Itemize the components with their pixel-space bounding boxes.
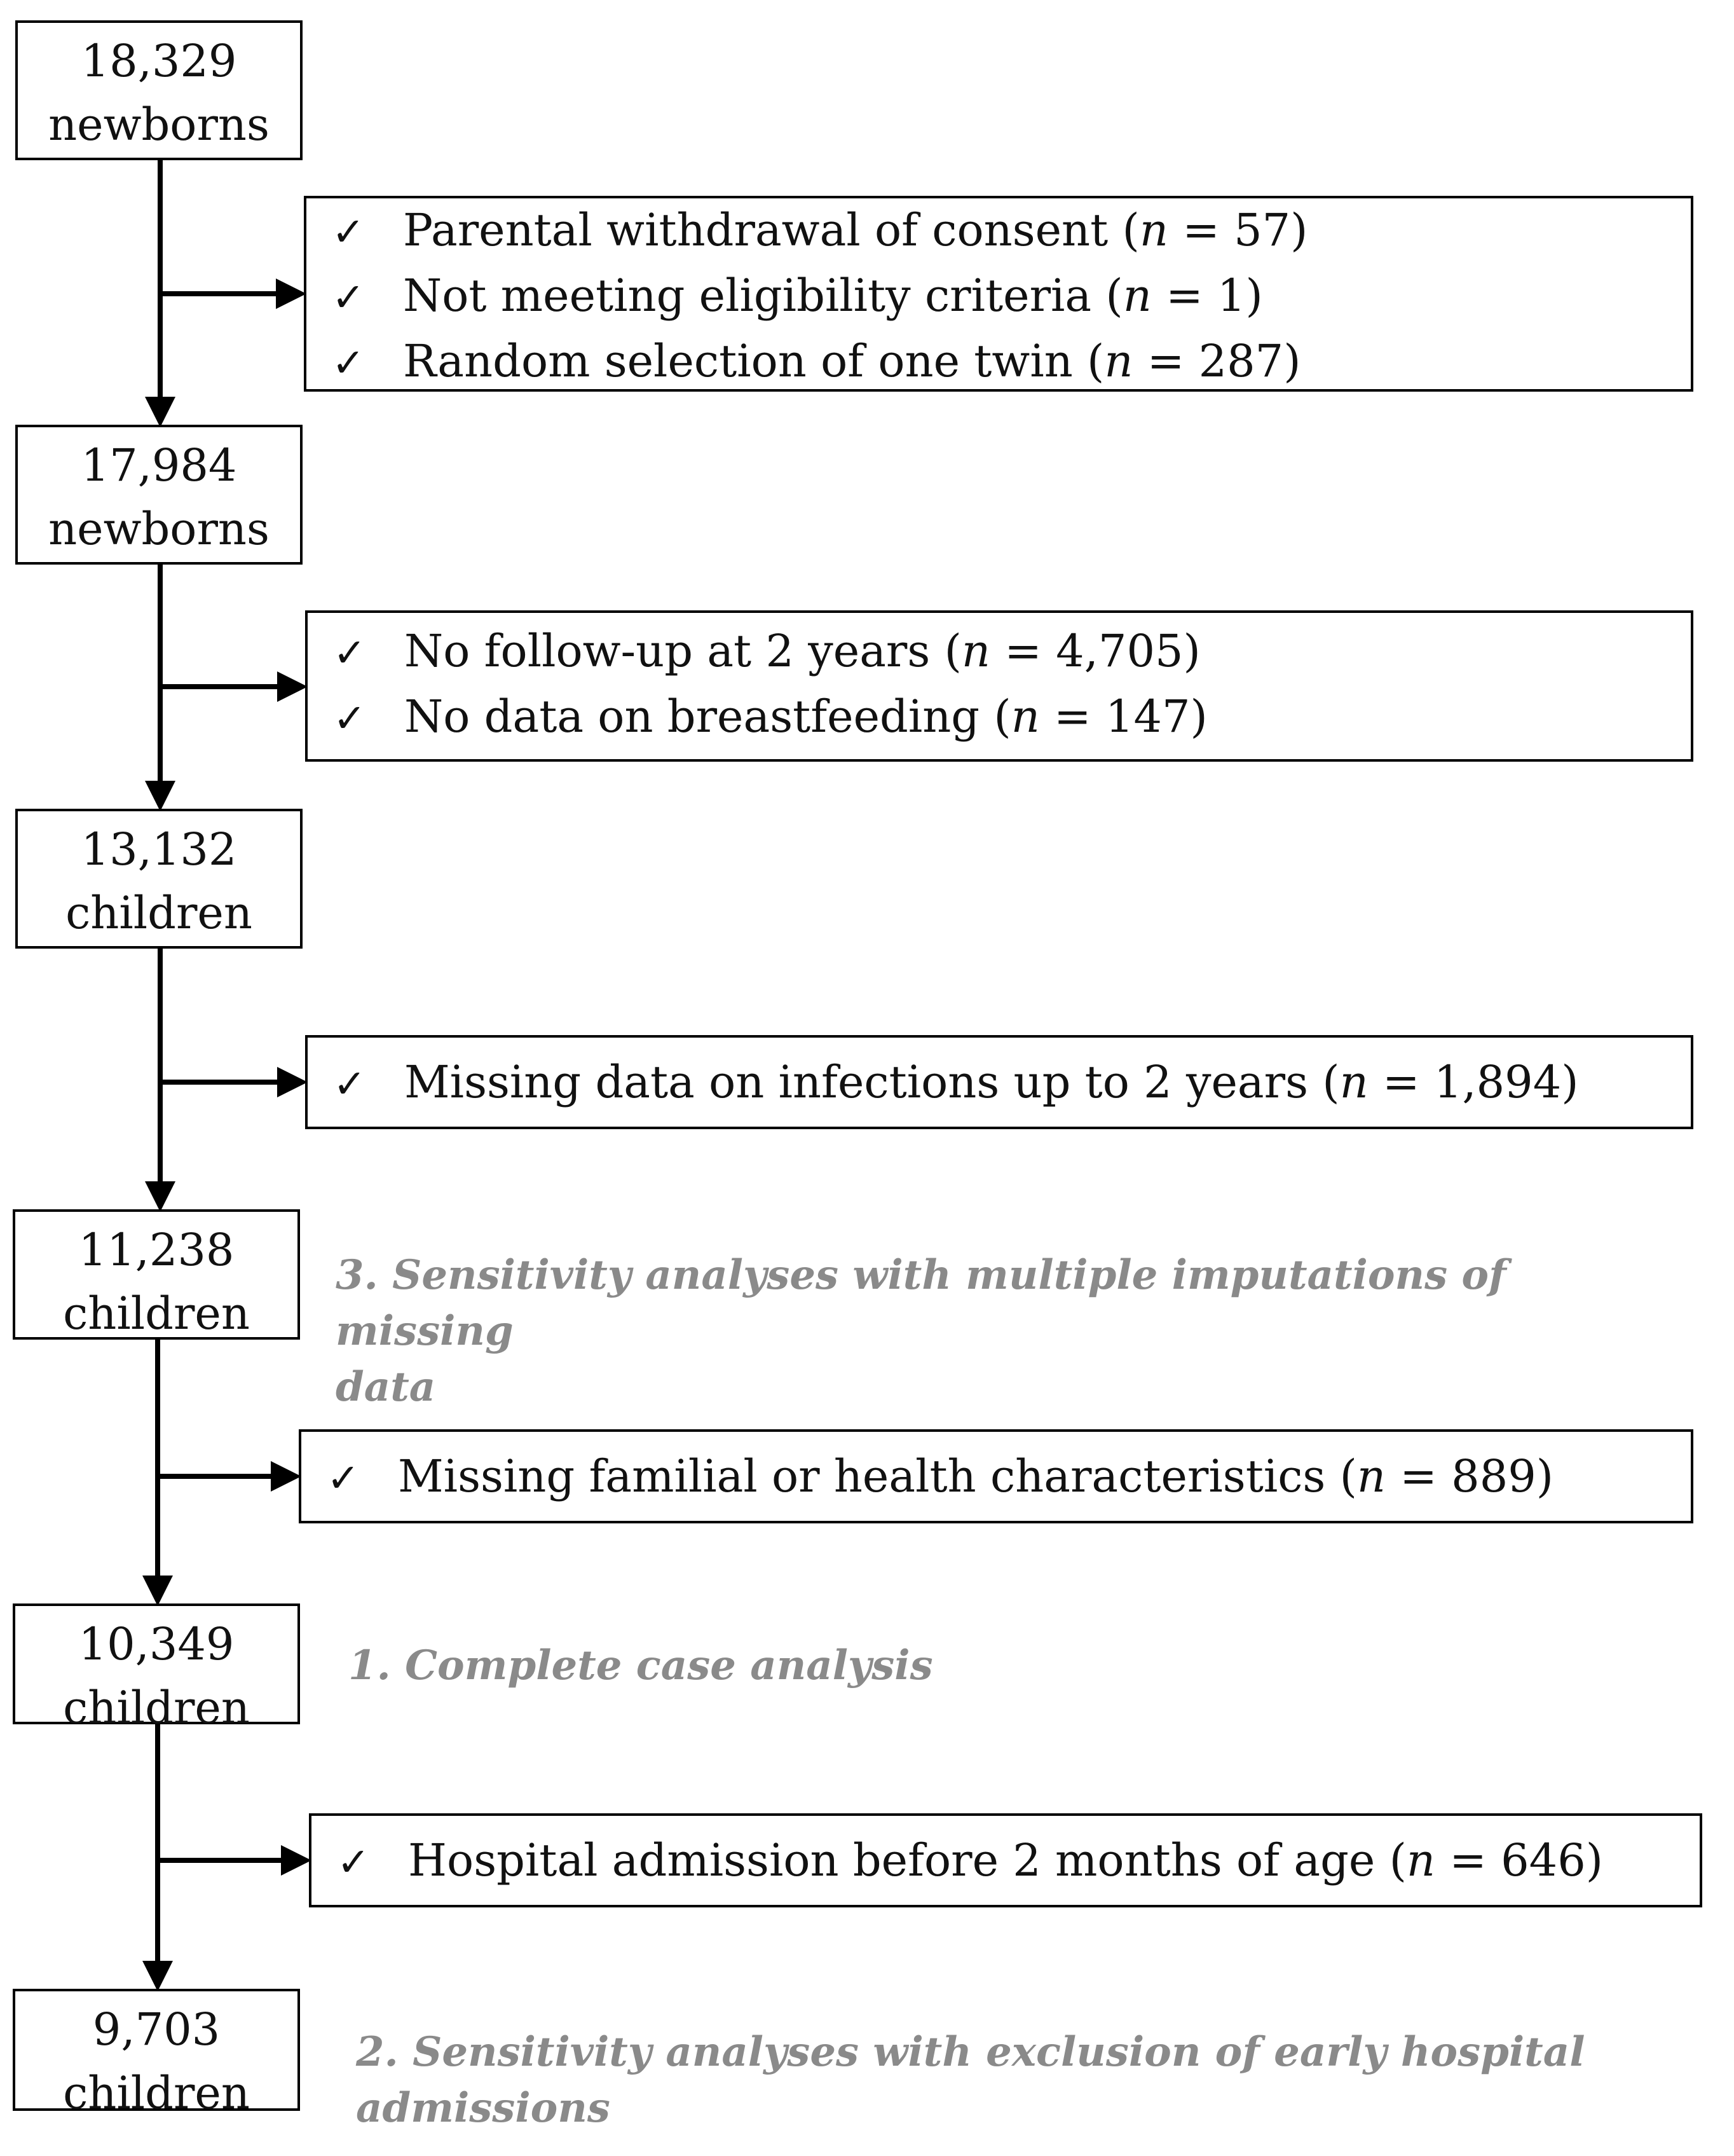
exclusion-box-3: ✓ Missing data on infections up to 2 year… <box>305 1035 1693 1129</box>
count-box-2: 17,984 newborns <box>15 425 303 565</box>
count-unit: children <box>65 887 252 939</box>
count-unit: newborns <box>48 503 270 555</box>
analysis-note-line: 1. Complete case analysis <box>348 1642 933 1689</box>
exclusion-box-4: ✓ Missing familial or health characterist… <box>299 1429 1693 1523</box>
check-icon: ✓ <box>332 274 365 320</box>
count-unit: children <box>63 1287 250 1340</box>
count-value: 17,984 <box>81 439 237 491</box>
exclusion-item: ✓Not meeting eligibility criteria (n = 1… <box>332 264 1691 329</box>
analysis-note-line: admissions <box>356 2084 610 2132</box>
exclusion-item: ✓No data on breastfeeding (n = 147) <box>333 685 1691 750</box>
exclusion-item: ✓No follow-up at 2 years (n = 4,705) <box>333 619 1691 685</box>
exclusion-n: 287 <box>1198 335 1284 387</box>
exclusion-n: 147 <box>1105 690 1191 743</box>
n-symbol: n <box>1011 690 1040 743</box>
exclusion-box-5: ✓ Hospital admission before 2 months of a… <box>309 1813 1702 1907</box>
exclusion-item: ✓Random selection of one twin (n = 287) <box>332 329 1691 395</box>
exclusion-item: ✓Parental withdrawal of consent (n = 57) <box>332 198 1691 264</box>
analysis-note-hospital-exclusion: 2. Sensitivity analyses with exclusion o… <box>356 2024 1627 2136</box>
exclusion-label: Missing data on infections up to 2 years <box>404 1056 1309 1108</box>
exclusion-label: Hospital admission before 2 months of ag… <box>408 1834 1376 1886</box>
check-icon: ✓ <box>333 629 366 676</box>
check-icon: ✓ <box>337 1839 370 1885</box>
exclusion-box-2: ✓No follow-up at 2 years (n = 4,705) ✓No… <box>305 610 1693 762</box>
n-symbol: n <box>1104 335 1133 387</box>
count-value: 10,349 <box>78 1618 235 1670</box>
analysis-note-line: 3. Sensitivity analyses with multiple im… <box>336 1251 1506 1355</box>
exclusion-n: 57 <box>1234 204 1291 256</box>
n-symbol: n <box>961 625 990 677</box>
count-box-4: 11,238 children <box>13 1209 300 1340</box>
exclusion-box-1: ✓Parental withdrawal of consent (n = 57)… <box>304 196 1693 392</box>
check-icon: ✓ <box>333 695 366 741</box>
count-value: 18,329 <box>81 35 237 87</box>
exclusion-label: Missing familial or health characteristi… <box>398 1450 1326 1502</box>
exclusion-label: Parental withdrawal of consent <box>403 204 1109 256</box>
exclusion-label: Random selection of one twin <box>403 335 1073 387</box>
analysis-note-complete-case: 1. Complete case analysis <box>348 1638 1620 1694</box>
count-value: 13,132 <box>81 823 237 875</box>
count-box-6: 9,703 children <box>13 1989 300 2119</box>
n-symbol: n <box>1406 1834 1435 1886</box>
check-icon: ✓ <box>327 1455 360 1501</box>
analysis-note-line: 2. Sensitivity analyses with exclusion o… <box>356 2028 1585 2076</box>
exclusion-item: ✓ Hospital admission before 2 months of a… <box>337 1829 1700 1894</box>
n-symbol: n <box>1139 204 1168 256</box>
check-icon: ✓ <box>332 209 365 255</box>
n-symbol: n <box>1356 1450 1386 1502</box>
count-unit: newborns <box>48 99 270 151</box>
check-icon: ✓ <box>332 340 365 386</box>
n-symbol: n <box>1123 270 1152 322</box>
check-icon: ✓ <box>333 1061 366 1107</box>
count-box-5: 10,349 children <box>13 1603 300 1734</box>
count-value: 9,703 <box>92 2003 221 2056</box>
exclusion-n: 889 <box>1451 1450 1536 1502</box>
exclusion-n: 1 <box>1217 270 1246 322</box>
exclusion-n: 646 <box>1501 1834 1586 1886</box>
exclusion-label: Not meeting eligibility criteria <box>403 270 1092 322</box>
exclusion-label: No data on breastfeeding <box>404 690 980 743</box>
count-value: 11,238 <box>78 1224 235 1276</box>
exclusion-n: 1,894 <box>1433 1056 1562 1108</box>
count-box-1: 18,329 newborns <box>15 20 303 160</box>
count-box-3: 13,132 children <box>15 809 303 949</box>
analysis-note-line: data <box>336 1363 436 1411</box>
count-unit: children <box>63 2067 250 2119</box>
exclusion-label: No follow-up at 2 years <box>404 625 931 677</box>
exclusion-n: 4,705 <box>1056 625 1184 677</box>
exclusion-item: ✓ Missing data on infections up to 2 year… <box>333 1050 1691 1116</box>
n-symbol: n <box>1339 1056 1369 1108</box>
exclusion-item: ✓ Missing familial or health characterist… <box>327 1445 1691 1510</box>
analysis-note-multiple-imputation: 3. Sensitivity analyses with multiple im… <box>336 1247 1670 1415</box>
count-unit: children <box>63 1682 250 1734</box>
